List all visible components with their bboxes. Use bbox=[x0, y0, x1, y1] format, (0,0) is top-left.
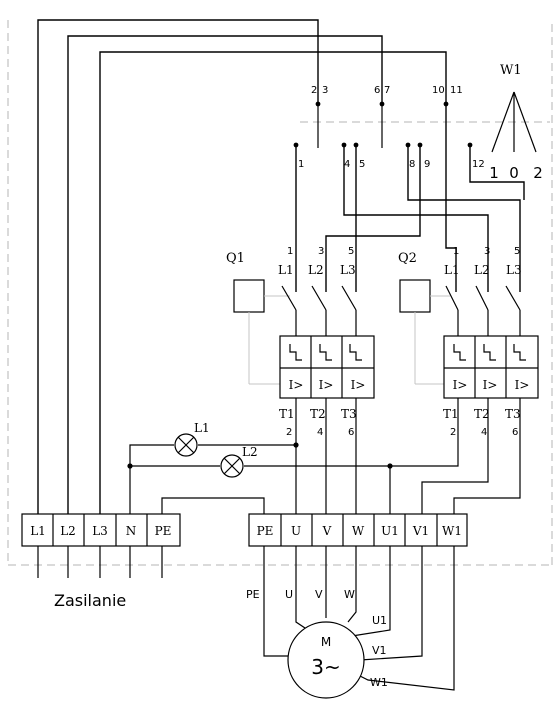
motor-lead-u1: U1 bbox=[372, 614, 387, 627]
q1-out-t2: T2 bbox=[310, 407, 326, 421]
enclosure-frame bbox=[7, 20, 553, 566]
q1-out-number-2: 2 bbox=[286, 427, 292, 438]
motor-lead-w1: W1 bbox=[370, 676, 388, 689]
lamp-l2-label: L2 bbox=[242, 445, 258, 459]
supply-terminal-block bbox=[21, 513, 181, 578]
selector-to-breakers-wiring bbox=[295, 145, 525, 292]
q2-in-phase-l3: L3 bbox=[506, 263, 522, 277]
q2-out-t1: T1 bbox=[443, 407, 459, 421]
q1-in-phase-l3: L3 bbox=[340, 263, 356, 277]
q2-out-number-2: 2 bbox=[450, 427, 456, 438]
motor bbox=[287, 621, 365, 699]
motor-terminal-u: U bbox=[291, 524, 301, 538]
pe-link bbox=[161, 497, 265, 514]
supply-terminal-l1: L1 bbox=[30, 524, 46, 538]
supply-terminal-pe: PE bbox=[155, 524, 172, 538]
motor-phases-label: 3~ bbox=[311, 655, 340, 679]
q2-out-t3: T3 bbox=[505, 407, 521, 421]
breaker-q2 bbox=[389, 285, 539, 514]
motor-terminal-u1: U1 bbox=[381, 524, 399, 538]
motor-terminal-w: W bbox=[352, 524, 365, 538]
motor-label: M bbox=[321, 635, 331, 649]
q1-in-number-5: 5 bbox=[348, 246, 354, 257]
motor-terminal-v: V bbox=[322, 524, 332, 538]
contact-8: 8 bbox=[409, 159, 415, 170]
q1-out-number-4: 4 bbox=[317, 427, 323, 438]
q2-trip-1: I> bbox=[453, 378, 468, 392]
selector-position-1: 1 bbox=[489, 164, 499, 182]
motor-terminal-block bbox=[248, 513, 468, 547]
motor-leads bbox=[263, 546, 455, 691]
motor-lead-w: W bbox=[344, 588, 355, 601]
contact-12: 12 bbox=[472, 159, 485, 170]
supply-terminal-l3: L3 bbox=[92, 524, 108, 538]
labels: W1 1 0 2 2 3 6 7 10 11 1 4 5 8 9 12 Q1 1… bbox=[30, 63, 543, 689]
q1-in-phase-l1: L1 bbox=[278, 263, 294, 277]
q2-in-number-3: 3 bbox=[484, 246, 490, 257]
q2-trip-2: I> bbox=[483, 378, 498, 392]
selector-name: W1 bbox=[500, 63, 522, 78]
q1-in-phase-l2: L2 bbox=[308, 263, 324, 277]
contact-2: 2 bbox=[311, 85, 317, 96]
motor-lead-pe: PE bbox=[246, 588, 260, 601]
contact-4: 4 bbox=[344, 159, 350, 170]
contact-6: 6 bbox=[374, 85, 380, 96]
motor-terminal-v1: V1 bbox=[412, 524, 429, 538]
breaker-q2-name: Q2 bbox=[398, 251, 417, 266]
contact-7: 7 bbox=[384, 85, 390, 96]
motor-lead-u: U bbox=[285, 588, 293, 601]
q1-trip-3: I> bbox=[351, 378, 366, 392]
contact-3: 3 bbox=[322, 85, 328, 96]
signal-lamps bbox=[127, 433, 393, 514]
motor-terminal-w1: W1 bbox=[442, 524, 462, 538]
q1-in-number-1: 1 bbox=[287, 246, 293, 257]
supply-wiring bbox=[37, 19, 447, 514]
motor-terminal-pe: PE bbox=[257, 524, 274, 538]
q1-trip-2: I> bbox=[319, 378, 334, 392]
breaker-q1-actuator bbox=[233, 279, 290, 385]
supply-terminal-n: N bbox=[126, 524, 137, 538]
contact-11: 11 bbox=[450, 85, 463, 96]
q2-in-number-1: 1 bbox=[453, 246, 459, 257]
q2-out-number-4: 4 bbox=[481, 427, 487, 438]
supply-terminal-l2: L2 bbox=[60, 524, 76, 538]
q2-out-number-6: 6 bbox=[512, 427, 518, 438]
q1-out-number-6: 6 bbox=[348, 427, 354, 438]
contact-9: 9 bbox=[424, 159, 430, 170]
breaker-q1 bbox=[279, 285, 375, 514]
contact-1: 1 bbox=[298, 159, 304, 170]
breaker-q2-actuator bbox=[399, 279, 450, 385]
q2-in-phase-l1: L1 bbox=[444, 263, 460, 277]
breaker-q1-name: Q1 bbox=[226, 251, 245, 266]
q1-in-number-3: 3 bbox=[318, 246, 324, 257]
q2-in-number-5: 5 bbox=[514, 246, 520, 257]
selector-position-0: 0 bbox=[509, 164, 519, 182]
q2-trip-3: I> bbox=[515, 378, 530, 392]
supply-label: Zasilanie bbox=[54, 591, 126, 610]
motor-lead-v1: V1 bbox=[372, 644, 387, 657]
motor-lead-v: V bbox=[315, 588, 323, 601]
q1-out-t3: T3 bbox=[341, 407, 357, 421]
q1-out-t1: T1 bbox=[279, 407, 295, 421]
lamp-l1-label: L1 bbox=[194, 421, 210, 435]
selector-position-2: 2 bbox=[533, 164, 543, 182]
contact-10: 10 bbox=[432, 85, 445, 96]
q2-out-t2: T2 bbox=[474, 407, 490, 421]
q1-trip-1: I> bbox=[289, 378, 304, 392]
contact-5: 5 bbox=[359, 159, 365, 170]
q2-in-phase-l2: L2 bbox=[474, 263, 490, 277]
